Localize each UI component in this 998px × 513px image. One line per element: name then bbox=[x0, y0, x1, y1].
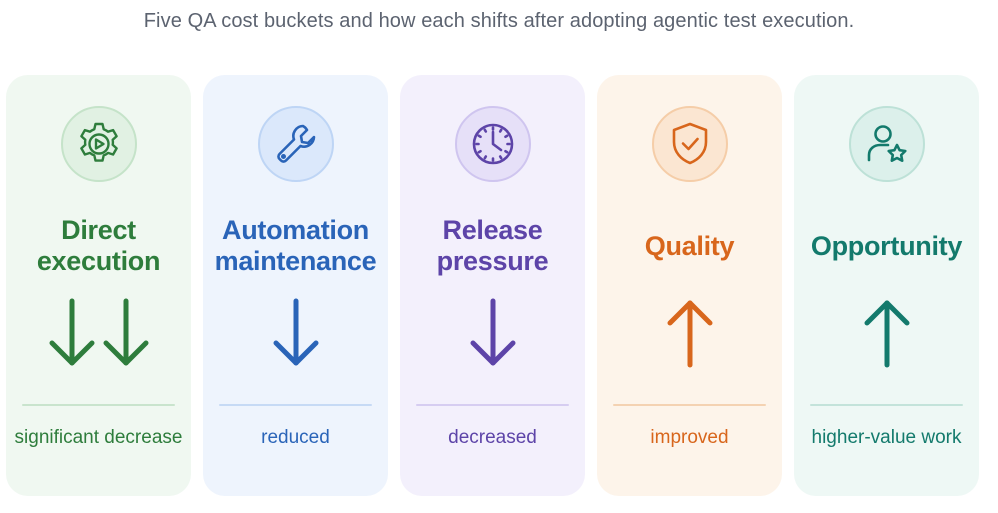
cost-bucket-cards: Direct execution significant decr bbox=[6, 75, 992, 496]
divider bbox=[810, 404, 963, 406]
direction-indicator bbox=[203, 293, 388, 373]
up-arrow-icon bbox=[864, 300, 909, 368]
divider bbox=[613, 404, 766, 406]
card-quality: Quality improved bbox=[597, 75, 782, 496]
outcome-label: significant decrease bbox=[14, 427, 183, 448]
down-arrow-icon bbox=[49, 298, 94, 366]
card-title: Automation maintenance bbox=[203, 213, 388, 279]
card-title: Opportunity bbox=[794, 213, 979, 279]
card-title: Release pressure bbox=[400, 213, 585, 279]
subtitle: Five QA cost buckets and how each shifts… bbox=[143, 10, 855, 32]
wrench-icon bbox=[257, 106, 334, 182]
title-line-1: Quality bbox=[644, 230, 735, 261]
down-arrow-icon bbox=[273, 298, 318, 366]
gear-play-icon bbox=[60, 106, 137, 182]
card-automation-maintenance: Automation maintenance reduced bbox=[203, 75, 388, 496]
title-line-2: execution bbox=[36, 246, 161, 276]
card-release-pressure: Release pressure decreased bbox=[400, 75, 585, 496]
card-title: Quality bbox=[597, 213, 782, 279]
clock-icon bbox=[454, 106, 531, 182]
divider bbox=[219, 404, 372, 406]
user-star-icon bbox=[848, 106, 925, 182]
outcome-label: improved bbox=[650, 427, 729, 448]
shield-check-icon bbox=[651, 106, 728, 182]
title-line-1: Opportunity bbox=[810, 230, 963, 261]
divider bbox=[22, 404, 175, 406]
direction-indicator bbox=[400, 293, 585, 373]
outcome-label: decreased bbox=[448, 427, 537, 448]
title-line-1: Direct bbox=[61, 215, 136, 245]
direction-indicator bbox=[6, 293, 191, 373]
down-arrow-icon bbox=[103, 298, 148, 366]
title-line-2: pressure bbox=[436, 246, 549, 276]
up-arrow-icon bbox=[667, 300, 712, 368]
divider bbox=[416, 404, 569, 406]
direction-indicator bbox=[794, 293, 979, 373]
outcome-label: reduced bbox=[261, 427, 330, 448]
card-opportunity: Opportunity higher-value work bbox=[794, 75, 979, 496]
card-title: Direct execution bbox=[6, 213, 191, 279]
direction-indicator bbox=[597, 293, 782, 373]
title-line-2: maintenance bbox=[214, 246, 377, 276]
outcome-label: higher-value work bbox=[811, 427, 962, 448]
title-line-1: Automation bbox=[222, 215, 369, 245]
card-direct-execution: Direct execution significant decr bbox=[6, 75, 191, 496]
down-arrow-icon bbox=[470, 298, 515, 366]
title-line-1: Release bbox=[442, 215, 543, 245]
